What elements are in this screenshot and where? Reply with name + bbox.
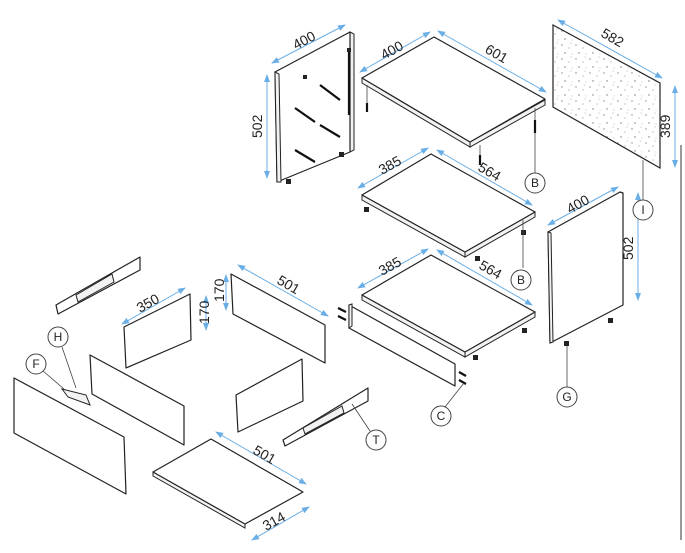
svg-text:F: F — [32, 357, 39, 371]
drawer-side-panel-right — [235, 358, 304, 433]
dim-top-width: 601 — [483, 41, 511, 67]
left-side-panel — [274, 31, 355, 184]
callout-g: G — [556, 386, 578, 408]
front-rail — [337, 303, 467, 387]
back-panel — [552, 23, 661, 170]
drawer-slide-left — [55, 256, 141, 315]
right-side-panel — [547, 191, 624, 346]
callout-h: H — [47, 326, 69, 348]
svg-text:H: H — [54, 330, 63, 344]
dim-back-width: 582 — [599, 25, 627, 51]
drawer-inner-front — [89, 354, 185, 446]
callout-f: F — [25, 353, 47, 375]
svg-text:T: T — [372, 433, 380, 447]
svg-text:I: I — [641, 203, 644, 217]
dim-left-side-width: 400 — [290, 27, 318, 52]
dim-right-side-height: 502 — [620, 236, 636, 260]
svg-text:G: G — [562, 390, 571, 404]
dim-drawer-back-height: 170 — [211, 278, 227, 302]
handle — [60, 388, 91, 406]
svg-text:C: C — [437, 409, 446, 423]
dim-back-height: 389 — [657, 114, 673, 138]
callout-b-upper: B — [524, 172, 546, 194]
svg-text:B: B — [531, 176, 539, 190]
callout-c: C — [430, 405, 452, 427]
dim-drawer-back-length: 501 — [275, 272, 303, 298]
dim-left-side-height: 502 — [249, 114, 265, 138]
dim-drawer-side-height: 170 — [196, 300, 212, 324]
callout-t: T — [365, 429, 387, 451]
svg-text:B: B — [517, 273, 525, 287]
drawer-front-panel — [13, 377, 127, 495]
callout-b-lower: B — [510, 269, 532, 291]
dim-shelf-lower-width: 564 — [477, 257, 505, 283]
callout-i: I — [632, 199, 654, 221]
